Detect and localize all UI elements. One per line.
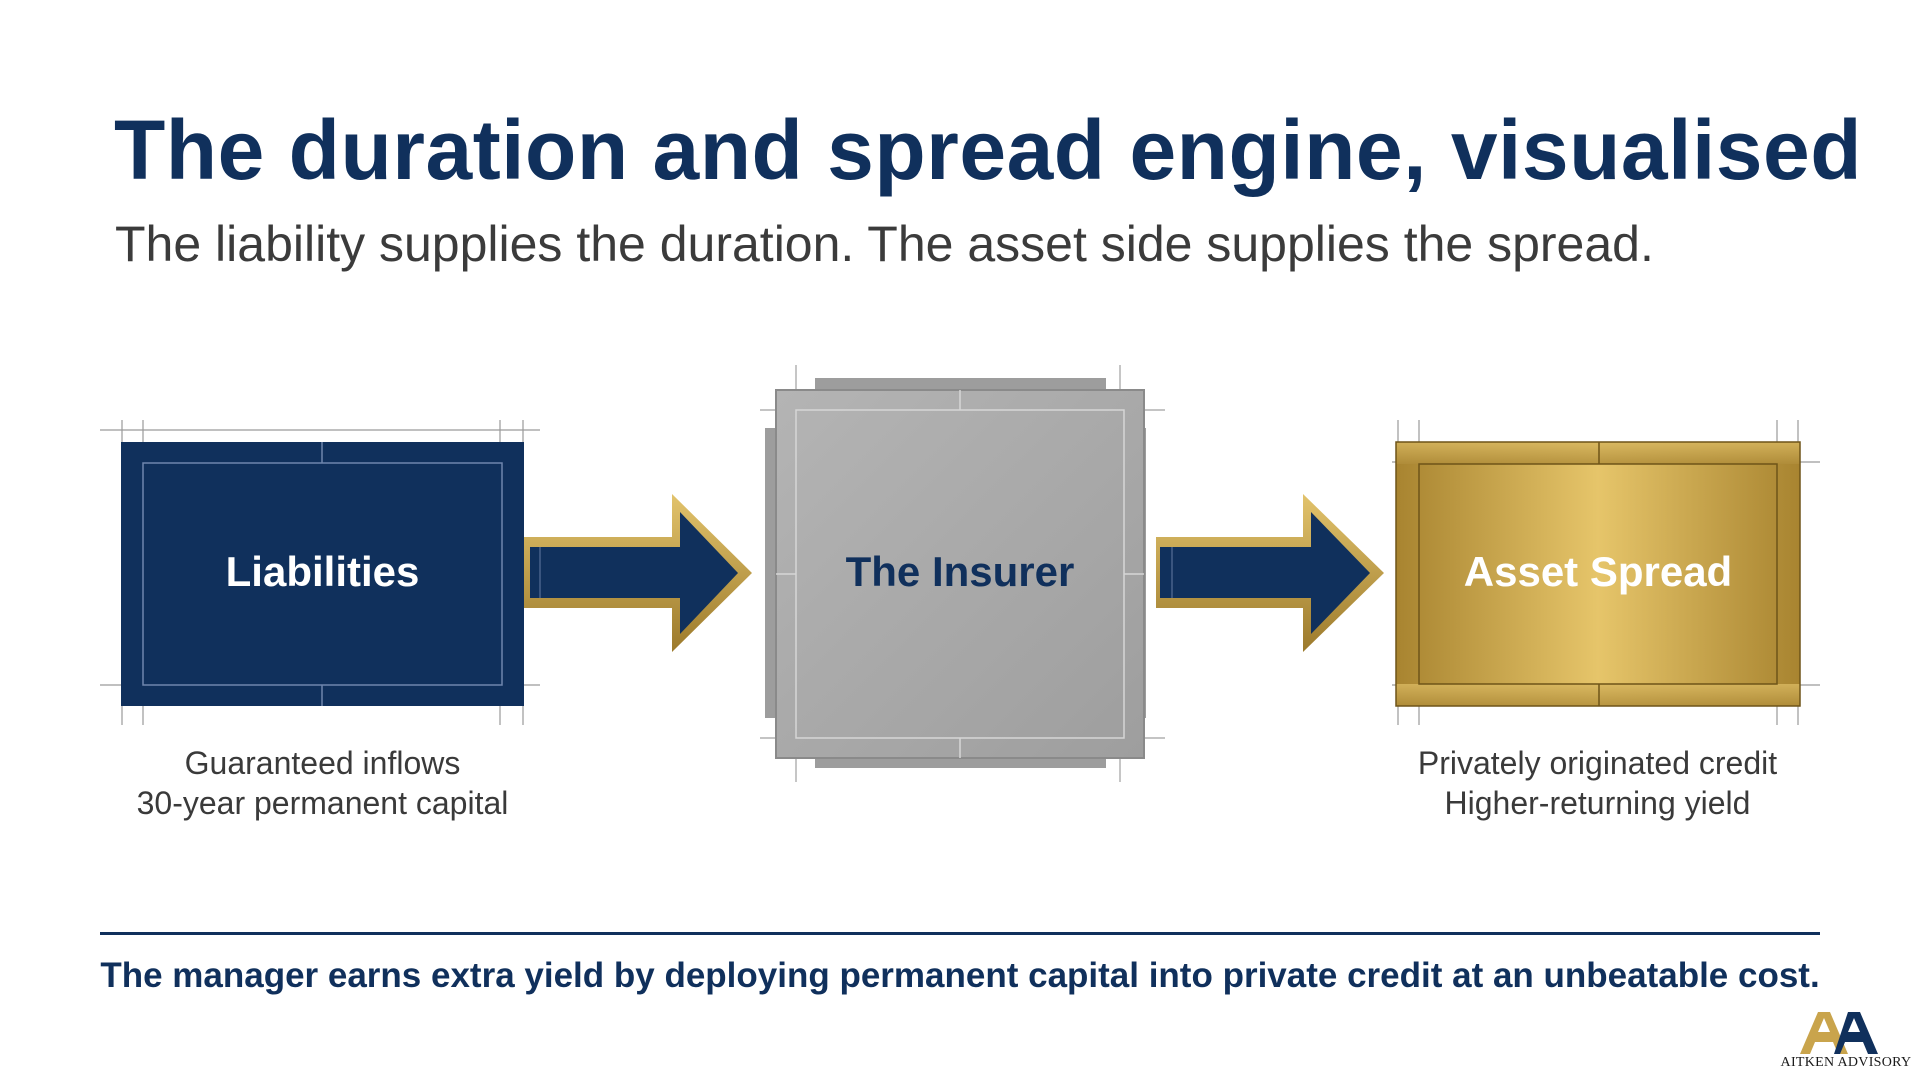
asset-spread-caption-line-2: Higher-returning yield bbox=[1444, 785, 1751, 821]
arrow-liabilities-to-insurer bbox=[524, 494, 752, 652]
liabilities-box bbox=[100, 420, 540, 725]
brand-name: AITKEN ADVISORY bbox=[1780, 1055, 1912, 1070]
divider bbox=[100, 932, 1820, 935]
asset-spread-box bbox=[1392, 420, 1820, 725]
liabilities-label: Liabilities bbox=[225, 548, 420, 595]
page-subtitle: The liability supplies the duration. The… bbox=[115, 216, 1654, 272]
liabilities-caption: Guaranteed inflows 30-year permanent cap… bbox=[100, 743, 545, 823]
liabilities-caption-line-2: 30-year permanent capital bbox=[136, 785, 509, 821]
insurer-label: The Insurer bbox=[845, 548, 1075, 595]
aa-monogram-icon bbox=[1800, 1012, 1878, 1054]
asset-spread-caption: Privately originated credit Higher-retur… bbox=[1375, 743, 1820, 823]
arrow-insurer-to-asset-spread bbox=[1156, 494, 1384, 652]
asset-spread-label: Asset Spread bbox=[1463, 548, 1733, 595]
insurer-box bbox=[760, 365, 1165, 782]
asset-spread-caption-line-1: Privately originated credit bbox=[1417, 745, 1778, 781]
page-title: The duration and spread engine, visualis… bbox=[114, 103, 1863, 197]
takeaway-text: The manager earns extra yield by deployi… bbox=[100, 956, 1820, 995]
liabilities-caption-line-1: Guaranteed inflows bbox=[184, 745, 461, 781]
